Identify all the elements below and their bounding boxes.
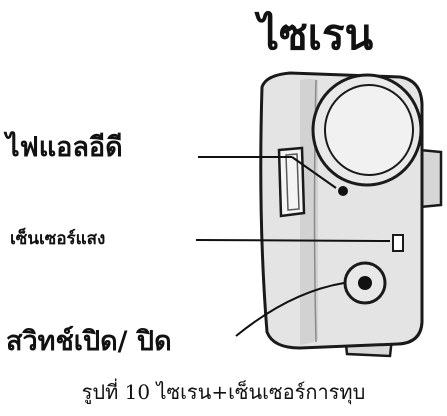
light-sensor-leader-line bbox=[195, 239, 391, 242]
led-dot bbox=[338, 186, 348, 196]
light-sensor-label: เซ็นเซอร์แสง bbox=[10, 229, 106, 249]
switch-button bbox=[358, 276, 372, 290]
led-leader-line-slant bbox=[291, 156, 337, 189]
figure-caption: รูปที่ 10 ไซเรน+เซ็นเซอร์การทุบ bbox=[81, 380, 366, 404]
speaker-inner bbox=[324, 84, 414, 176]
switch-leader-line bbox=[235, 282, 345, 337]
led-label: ไฟแอลอีดี bbox=[6, 132, 123, 163]
switch-label: สวิทช์เปิด/ ปิด bbox=[6, 326, 172, 357]
diagram-title: ไซเรน bbox=[258, 10, 374, 59]
side-grip bbox=[277, 146, 306, 218]
side-grip-inner bbox=[285, 153, 300, 211]
light-sensor-window bbox=[392, 234, 404, 252]
